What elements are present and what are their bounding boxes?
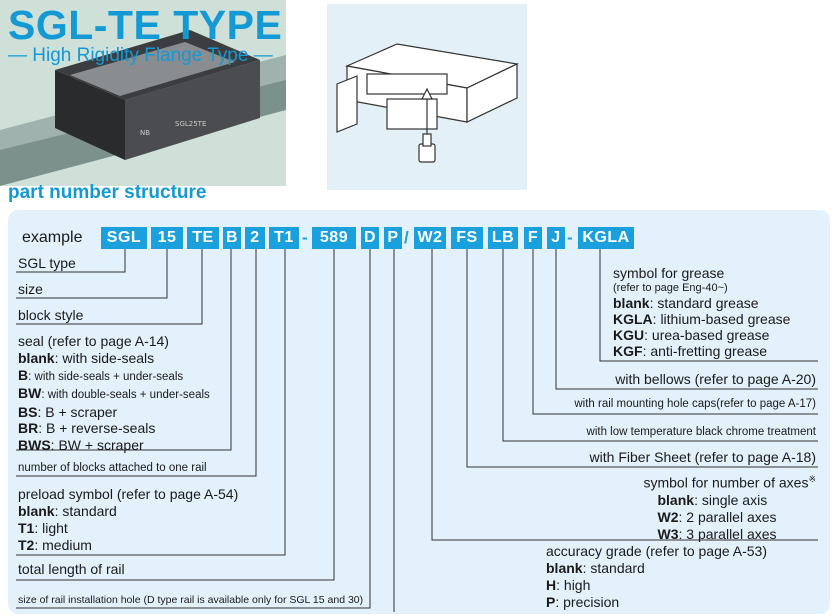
page-title: SGL-TE TYPE	[8, 2, 283, 48]
code-accuracy: P	[384, 227, 402, 249]
label-rail-length: total length of rail	[18, 561, 125, 577]
label-hole-size: size of rail installation hole (D type r…	[18, 594, 364, 606]
code-hole: D	[361, 227, 379, 249]
code-axes: W2	[414, 227, 446, 249]
block-line-drawing	[327, 4, 527, 190]
label-axes: symbol for number of axes※ blank: single…	[643, 474, 816, 542]
page-subtitle: — High Rigidity Flange Type —	[8, 45, 273, 66]
label-blocks: number of blocks attached to one rail	[18, 462, 207, 474]
label-chrome: with low temperature black chrome treatm…	[586, 426, 816, 438]
separator-1: -	[302, 228, 308, 247]
block-photo: NB SGL25TE	[0, 0, 286, 186]
label-seal: seal (refer to page A-14) blank: with si…	[18, 333, 210, 453]
code-caps: F	[524, 227, 542, 249]
code-preload: T1	[269, 227, 299, 249]
photo-marking-nb: NB	[140, 129, 150, 137]
separator-2: /	[404, 228, 409, 247]
code-seal: B	[223, 227, 241, 249]
seal-title: seal (refer to page A-14)	[18, 333, 169, 349]
label-size: size	[18, 281, 43, 297]
label-sgl-type: SGL type	[18, 255, 76, 271]
code-rail-length: 589	[312, 227, 356, 249]
code-fiber: FS	[451, 227, 483, 249]
code-grease: KGLA	[578, 227, 634, 249]
photo-marking-model: SGL25TE	[175, 120, 206, 128]
section-heading: part number structure	[8, 182, 207, 203]
code-chrome: LB	[488, 227, 518, 249]
label-accuracy: accuracy grade (refer to page A-53) blan…	[546, 543, 768, 610]
code-sgl: SGL	[101, 227, 147, 249]
label-preload: preload symbol (refer to page A-54) blan…	[18, 486, 239, 553]
part-number-panel	[8, 210, 830, 614]
code-bellows: J	[547, 227, 565, 249]
code-style: TE	[187, 227, 219, 249]
label-block-style: block style	[18, 307, 84, 323]
separator-3: -	[567, 228, 573, 247]
code-blocks: 2	[245, 227, 265, 249]
label-caps: with rail mounting hole caps(refer to pa…	[574, 398, 816, 410]
label-bellows: with bellows (refer to page A-20)	[615, 371, 816, 387]
example-label: example	[22, 229, 83, 246]
code-size: 15	[151, 227, 183, 249]
label-fiber: with Fiber Sheet (refer to page A-18)	[589, 449, 816, 465]
label-grease: symbol for grease (refer to page Eng-40~…	[613, 265, 791, 359]
